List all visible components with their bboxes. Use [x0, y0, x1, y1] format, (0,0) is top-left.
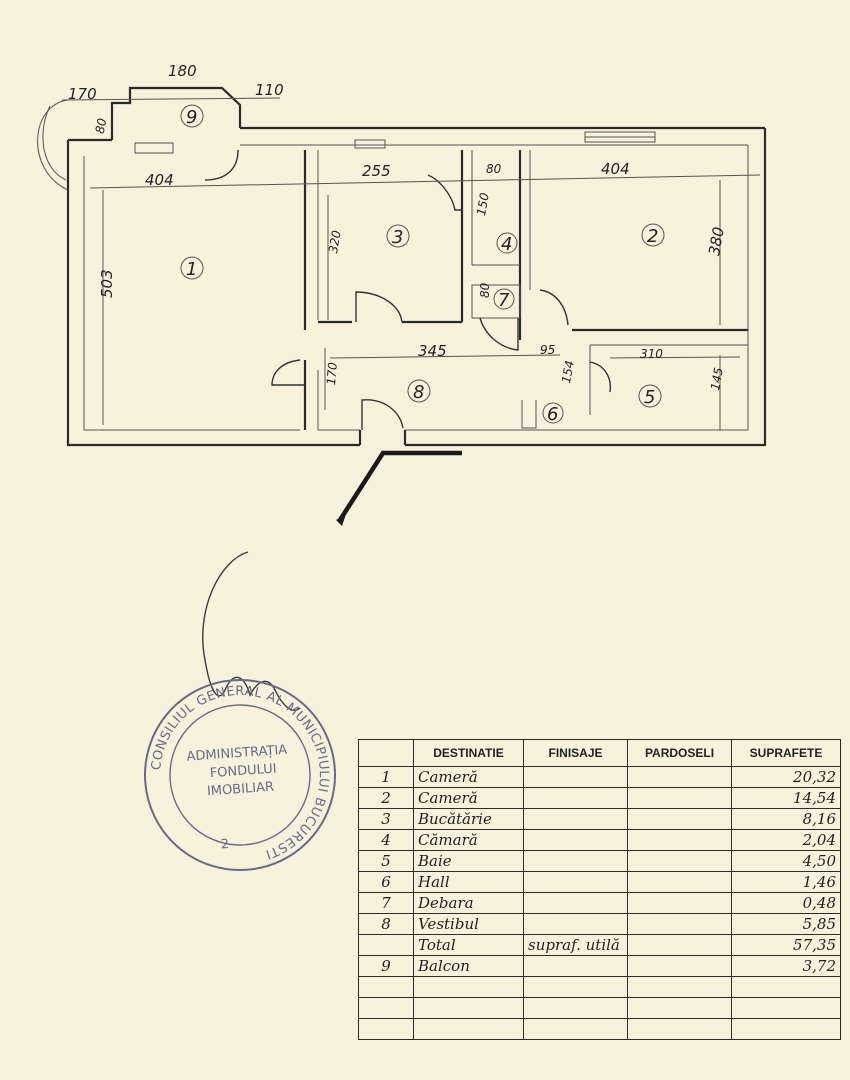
- dim-room4-depth: 150: [474, 191, 492, 216]
- dim-room1-width: 404: [145, 171, 174, 189]
- dim-balcony-depth: 80: [93, 117, 110, 135]
- row-destination: Cameră: [413, 787, 524, 809]
- row-number: 7: [358, 892, 414, 914]
- row-number: 8: [358, 913, 414, 935]
- row-area: 0,48: [731, 892, 841, 914]
- row-area: 1,46: [731, 871, 841, 893]
- row-number: 6: [358, 871, 414, 893]
- room-areas-table: DESTINATIE FINISAJE PARDOSELI SUPRAFETE …: [358, 739, 841, 1040]
- table-row: 7 Debara 0,48: [358, 892, 841, 914]
- entrance-marker: [338, 450, 462, 522]
- row-area: 14,54: [731, 787, 841, 809]
- total-label-2: supraf. utilă: [523, 934, 628, 956]
- header-number: [358, 739, 414, 767]
- doors: [271, 174, 612, 430]
- signature: [202, 551, 301, 711]
- row-destination: Balcon: [413, 955, 524, 977]
- row-destination: Cămară: [413, 829, 524, 851]
- dim-room5-width: 310: [640, 347, 663, 361]
- row-area: 8,16: [731, 808, 841, 830]
- room-number-8: 8: [413, 382, 424, 403]
- table-row: 4 Cămară 2,04: [358, 829, 841, 851]
- dim-room3-depth: 320: [326, 229, 344, 254]
- dim-room3-width: 255: [362, 162, 391, 180]
- room-number-6: 6: [547, 404, 558, 425]
- table-row-empty: [358, 997, 841, 1019]
- dim-balcony-right: 110: [255, 81, 284, 99]
- stamp-number: 2: [220, 837, 229, 853]
- dim-hall-length: 345: [418, 342, 447, 360]
- room-number-2: 2: [647, 226, 658, 247]
- table-row-empty: [358, 976, 841, 998]
- windows: [354, 131, 656, 149]
- row-area: 2,04: [731, 829, 841, 851]
- dim-room6-depth: 154: [559, 359, 577, 384]
- dim-hall-width: 170: [324, 361, 340, 385]
- table-row: 1 Cameră 20,32: [358, 766, 841, 788]
- balcony-outline: [37, 86, 242, 191]
- total-area: 57,35: [731, 934, 841, 956]
- table-header-row: DESTINATIE FINISAJE PARDOSELI SUPRAFETE: [358, 739, 841, 767]
- entrance-arrow-head: [336, 514, 346, 526]
- stamp-line1: ADMINISTRAȚIA: [186, 743, 288, 765]
- room-number-5: 5: [644, 387, 655, 408]
- dim-room4-width: 80: [486, 162, 502, 176]
- dim-balcony-width: 180: [168, 62, 197, 80]
- dim-room1-depth: 503: [98, 269, 116, 298]
- row-destination: Cameră: [413, 766, 524, 788]
- header-pardoseli: PARDOSELI: [627, 739, 732, 767]
- room-number-3: 3: [392, 227, 403, 248]
- header-destinatie: DESTINATIE: [413, 739, 524, 767]
- table-row-total: Total supraf. utilă 57,35: [358, 934, 841, 956]
- stamp-line2: FONDULUI: [209, 761, 277, 781]
- row-area: 5,85: [731, 913, 841, 935]
- row-area: 4,50: [731, 850, 841, 872]
- interior-walls: [303, 150, 748, 445]
- table-row: 6 Hall 1,46: [358, 871, 841, 893]
- row-number: 4: [358, 829, 414, 851]
- row-destination: Hall: [413, 871, 524, 893]
- room-number-1: 1: [186, 259, 197, 280]
- row-area: 3,72: [731, 955, 841, 977]
- dim-room7-size: 80: [478, 282, 492, 298]
- dim-room2-width: 404: [601, 160, 630, 178]
- dimension-lines: [61, 97, 761, 430]
- row-destination: Debara: [413, 892, 524, 914]
- row-number: 9: [358, 955, 414, 977]
- table-row: 8 Vestibul 5,85: [358, 913, 841, 935]
- total-label: Total: [413, 934, 524, 956]
- header-finisaje: FINISAJE: [523, 739, 628, 767]
- official-stamp: CONSILIUL GENERAL AL MUNICIPIULUI BUCURE…: [144, 678, 337, 871]
- dim-corridor-width: 95: [540, 343, 555, 357]
- dim-room5-depth: 145: [708, 366, 726, 391]
- row-number: 3: [358, 808, 414, 830]
- table-row: 2 Cameră 14,54: [358, 787, 841, 809]
- row-number: 5: [358, 850, 414, 872]
- row-destination: Baie: [413, 850, 524, 872]
- dim-balcony-left: 170: [68, 85, 97, 103]
- room-number-7: 7: [498, 290, 510, 311]
- row-area: 20,32: [731, 766, 841, 788]
- outer-walls: [66, 126, 767, 447]
- row-destination: Bucătărie: [413, 808, 524, 830]
- table-row: 3 Bucătărie 8,16: [358, 808, 841, 830]
- row-destination: Vestibul: [413, 913, 524, 935]
- room-number-9: 9: [186, 107, 197, 128]
- room-number-markers: 1 2 3 4 5 6 7 8 9: [180, 104, 665, 425]
- header-suprafete: SUPRAFETE: [731, 739, 841, 767]
- table-row: 5 Baie 4,50: [358, 850, 841, 872]
- room-number-4: 4: [501, 234, 512, 255]
- table-row-balcony: 9 Balcon 3,72: [358, 955, 841, 977]
- stamp-line3: IMOBILIAR: [207, 780, 275, 800]
- row-number: 1: [358, 766, 414, 788]
- row-number: 2: [358, 787, 414, 809]
- dim-room2-depth: 380: [705, 226, 728, 257]
- table-row-empty: [358, 1018, 841, 1040]
